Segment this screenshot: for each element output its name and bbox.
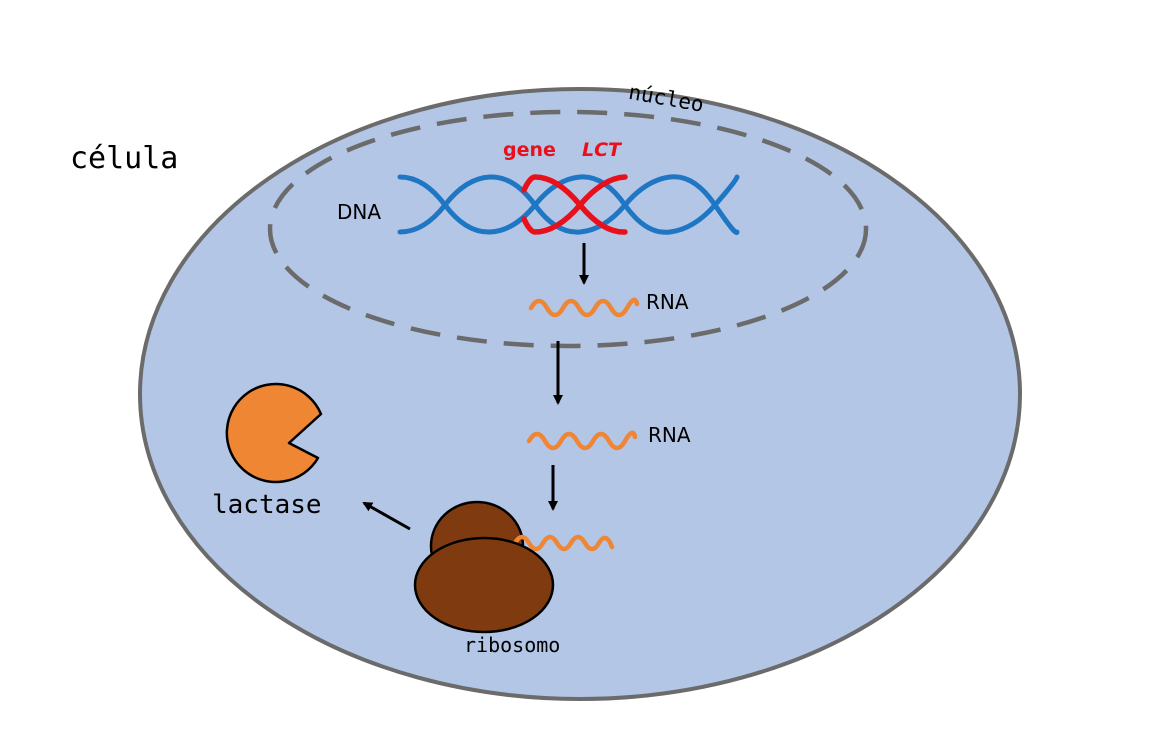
nucleus-envelope [267, 109, 869, 349]
rna-nucleus-label: RNA [646, 290, 689, 314]
gene-segment-a [521, 174, 628, 235]
ribosome-label: ribosomo [464, 633, 560, 657]
lactase-enzyme-icon [225, 382, 323, 484]
cell-label: célula [70, 141, 178, 176]
gene-label: gene [503, 139, 556, 161]
ribosome-large-subunit [413, 536, 555, 634]
rna-cytoplasm-label: RNA [648, 423, 691, 447]
dna-helix [397, 174, 740, 235]
lactase-label: lactase [212, 490, 322, 520]
dna-strand-b [397, 174, 740, 235]
dna-strand-a [397, 174, 740, 235]
rna-cytoplasm-icon [526, 430, 638, 451]
gene-segment-b [521, 174, 628, 235]
rna-nucleus-icon [528, 297, 640, 318]
cell-membrane [138, 87, 1022, 701]
gene-name-label: LCT [582, 139, 623, 161]
rna-ribosome-icon [512, 534, 615, 552]
arrow-protein-product [362, 501, 411, 531]
dna-label: DNA [337, 200, 381, 224]
ribosome [413, 500, 615, 634]
